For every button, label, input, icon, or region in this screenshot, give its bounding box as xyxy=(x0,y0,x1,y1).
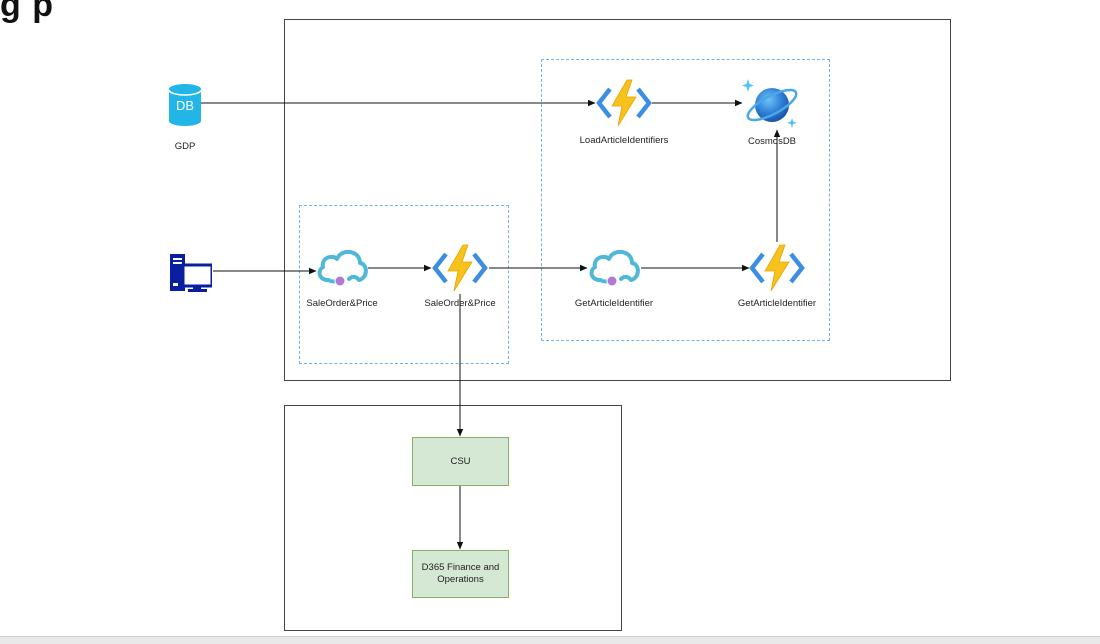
apim-sale-order-label: SaleOrder&Price xyxy=(306,298,378,309)
gdp-node[interactable]: DB xyxy=(168,84,202,126)
database-icon-text: DB xyxy=(176,98,194,113)
gdp-label: GDP xyxy=(174,141,196,152)
function-app-icon xyxy=(432,244,488,292)
database-icon: DB xyxy=(168,84,202,126)
computer-icon xyxy=(170,254,214,292)
function-sale-order-label: SaleOrder&Price xyxy=(424,298,496,309)
function-get-article-node[interactable] xyxy=(749,243,805,293)
apim-get-article-node[interactable] xyxy=(588,244,640,292)
function-load-articles-node[interactable] xyxy=(596,78,652,128)
function-get-article-label: GetArticleIdentifier xyxy=(737,298,817,309)
cosmos-db-label: CosmosDB xyxy=(747,136,797,147)
d365-node[interactable]: D365 Finance and Operations xyxy=(412,550,509,598)
api-management-icon xyxy=(317,250,368,287)
sale-order-group xyxy=(299,205,509,364)
cosmos-db-icon xyxy=(742,79,798,128)
client-node[interactable] xyxy=(170,254,214,294)
article-identifiers-group xyxy=(541,59,830,341)
apim-sale-order-node[interactable] xyxy=(316,244,368,292)
horizontal-scrollbar[interactable] xyxy=(0,636,1100,644)
cosmos-db-node[interactable] xyxy=(742,76,800,132)
azure-frame xyxy=(284,19,951,381)
csu-node[interactable]: CSU xyxy=(412,437,509,486)
function-sale-order-node[interactable] xyxy=(432,243,488,293)
function-app-icon xyxy=(749,244,805,292)
function-app-icon xyxy=(596,79,652,127)
api-management-icon xyxy=(589,250,640,287)
apim-get-article-label: GetArticleIdentifier xyxy=(574,298,654,309)
function-load-articles-label: LoadArticleIdentifiers xyxy=(579,135,669,146)
page-heading: g p xyxy=(0,0,54,24)
